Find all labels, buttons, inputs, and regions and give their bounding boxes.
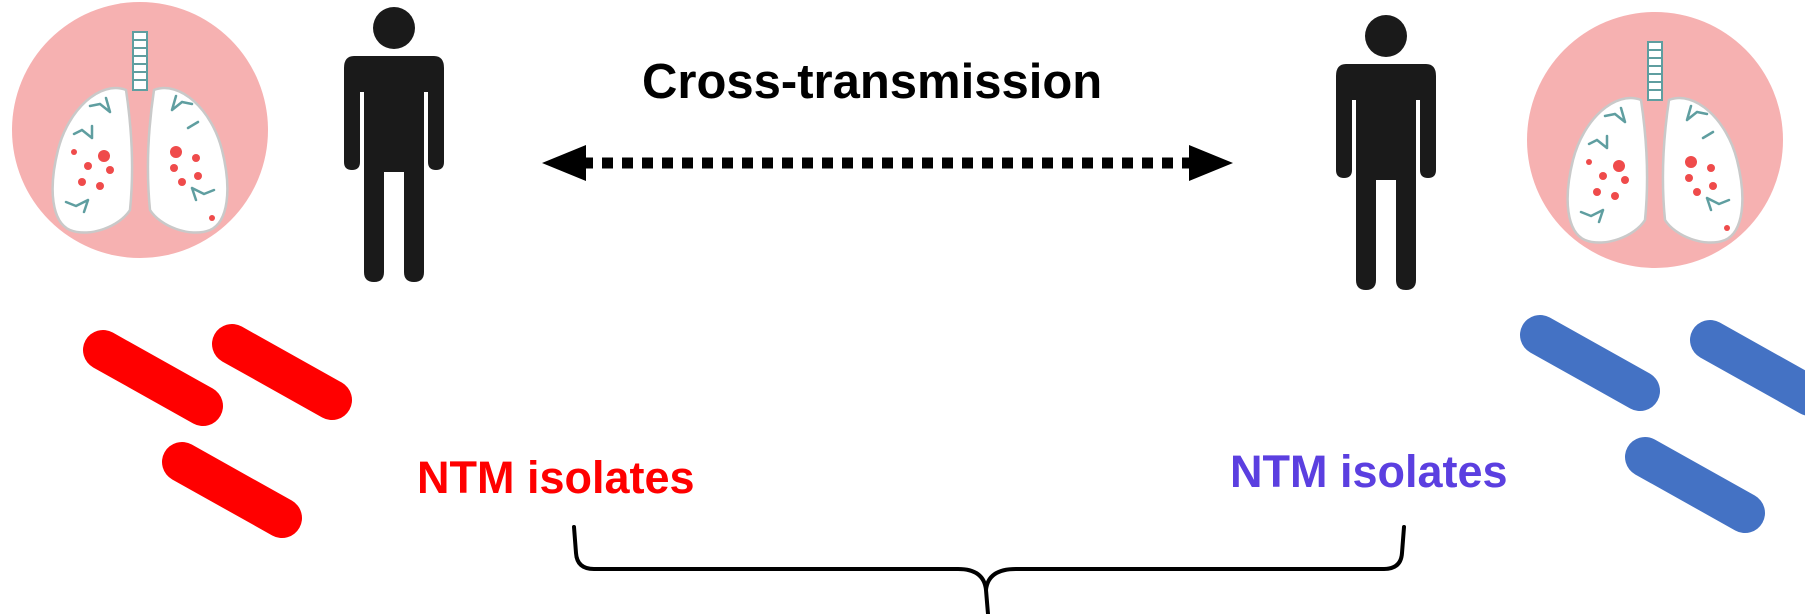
right-person-icon xyxy=(1336,15,1436,290)
right-bacteria-icon xyxy=(1540,335,1805,513)
comparison-brace xyxy=(572,525,1406,614)
cross-transmission-arrow xyxy=(542,145,1233,181)
left-bacteria-icon xyxy=(103,344,332,518)
right-isolates-label: NTM isolates xyxy=(1230,446,1508,497)
left-isolates-label: NTM isolates xyxy=(417,452,695,503)
diagram-title: Cross-transmission xyxy=(642,55,1103,109)
left-person-icon xyxy=(344,7,444,282)
left-lungs-icon xyxy=(10,0,270,260)
right-lungs-icon xyxy=(1525,10,1785,270)
